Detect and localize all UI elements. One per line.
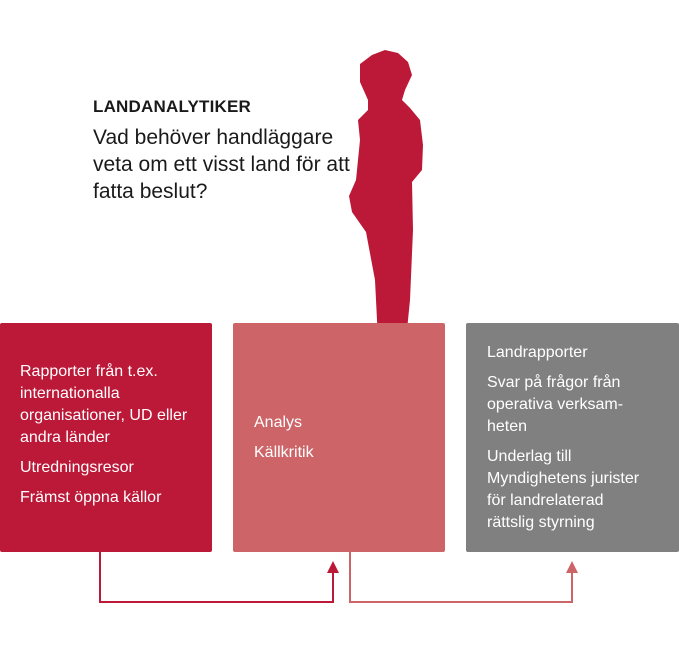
box-item: Landrapporter <box>487 344 588 361</box>
box-item: Rapporter från t.ex. internationalla org… <box>20 363 188 446</box>
box-item: Analys <box>254 414 303 431</box>
box-item: Främst öppna källor <box>20 489 162 506</box>
box-item: Källkritik <box>254 444 314 461</box>
arrowhead-icon <box>327 561 339 573</box>
flow-arrow-analysis-to-output <box>349 552 573 603</box>
box-item: Svar på frågor från operativa verksam­he… <box>487 374 624 435</box>
analyst-silhouette-icon <box>349 50 423 378</box>
box-item: Utredningsresor <box>20 459 134 476</box>
flow-arrow-input-to-analysis <box>99 552 334 603</box>
output-box: Landrapporter Svar på frågor från operat… <box>466 323 679 552</box>
input-sources-box: Rapporter från t.ex. internationalla org… <box>0 323 212 552</box>
role-heading: LANDANALYTIKER <box>93 97 252 116</box>
analysis-box: Analys Källkritik <box>233 323 445 552</box>
arrowhead-icon <box>566 561 578 573</box>
role-question: Vad behöver handläggare veta om ett viss… <box>93 126 350 203</box>
box-item: Underlag till Myndighetens jurister för … <box>487 448 640 531</box>
